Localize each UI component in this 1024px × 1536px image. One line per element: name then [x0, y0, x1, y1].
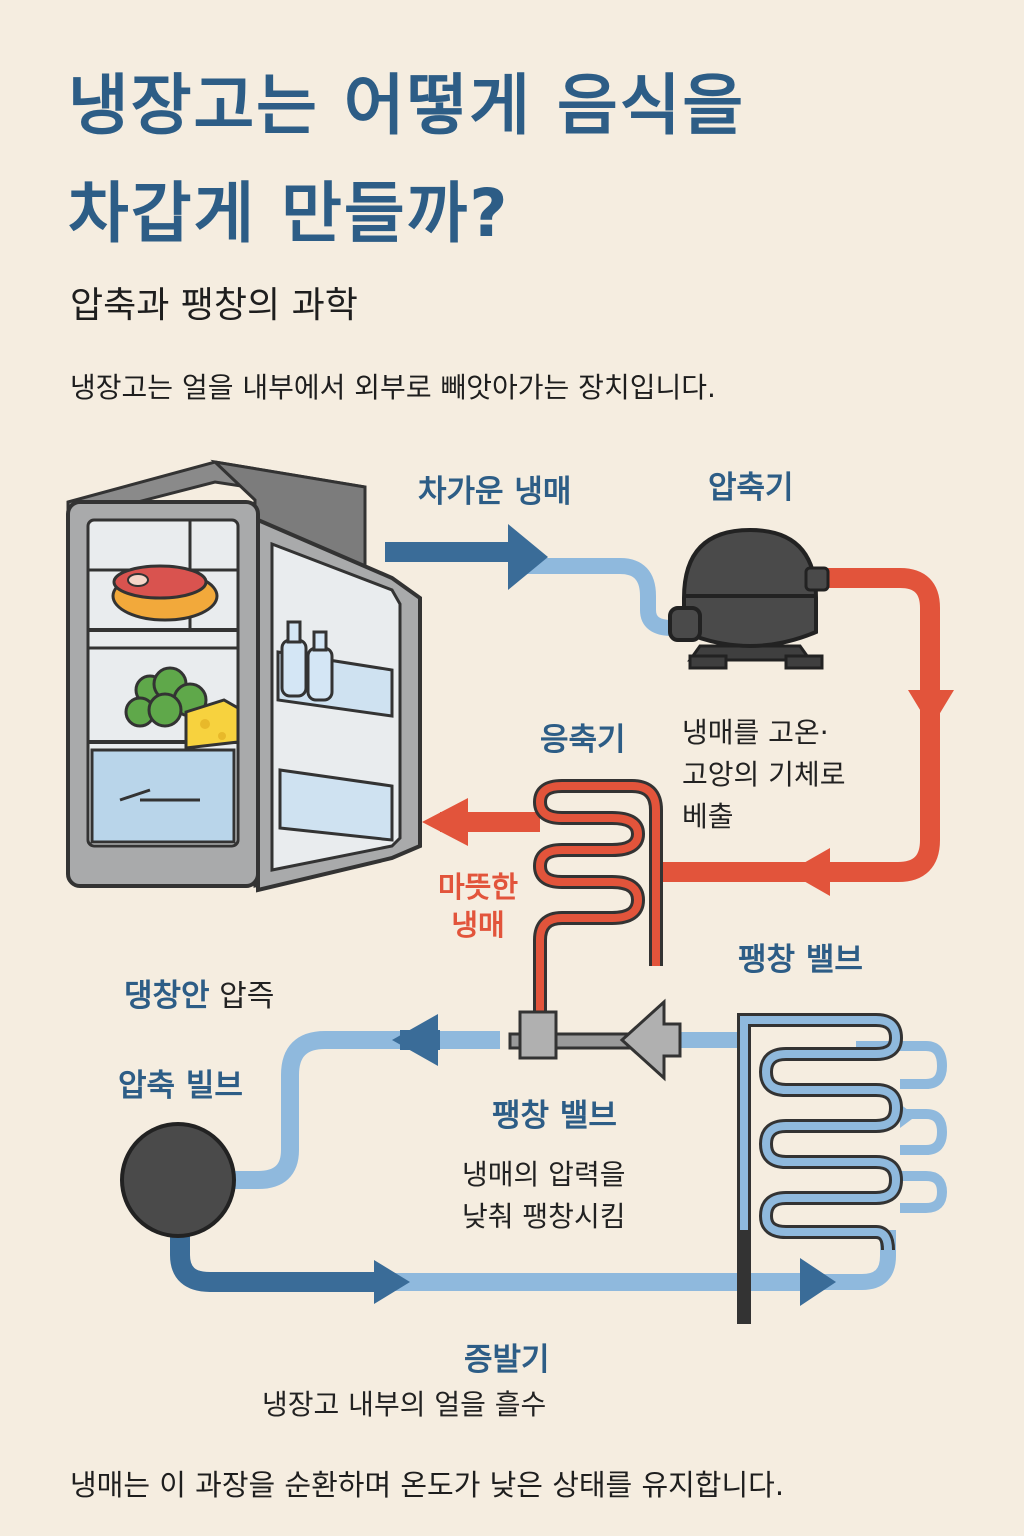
page-subtitle: 압축과 팽창의 과학	[70, 285, 358, 326]
page-title-line2: 차갑게 만들까?	[68, 175, 510, 252]
page-title-line1: 냉장고는 어떻게 음식을	[68, 67, 746, 144]
evap-arrow-right-icon-1	[374, 1260, 410, 1304]
compressor-description: 냉매를 고온· 고앙의 기체로 베출	[682, 716, 846, 833]
expansion-valve-description: 냉매의 압력을 낮춰 팽창시킴	[462, 1158, 626, 1233]
compressor-illustration	[668, 527, 830, 670]
footer-text: 냉매는 이 과장을 순환하며 온도가 낮은 상태를 유지합니다.	[70, 1468, 785, 1502]
inside-label-black: 압즉	[219, 979, 275, 1014]
evaporator-coil	[737, 1013, 948, 1324]
cold-arrow-left-icon	[392, 1014, 438, 1066]
condenser-coil	[532, 779, 663, 1020]
expansion-valve-illustration	[508, 998, 682, 1082]
expansion-valve-label-center: 팽창 밸브	[492, 1098, 617, 1134]
inside-pressure-label: 댕창안 압즉	[124, 970, 274, 1015]
hot-arrow-down-icon	[908, 690, 954, 728]
condenser-label: 응축기	[540, 722, 626, 758]
cold-arrow-right-icon	[508, 524, 548, 590]
intro-text: 냉장고는 얼을 내부에서 외부로 빼앗아가는 장치입니다.	[70, 371, 716, 404]
cold-refrigerant-label: 차가운 냉매	[418, 474, 572, 510]
refrigerator-illustration	[66, 459, 422, 893]
compression-valve-ball-icon	[120, 1122, 236, 1238]
evaporator-label: 증발기	[464, 1342, 550, 1378]
expansion-valve-label-right: 팽창 밸브	[738, 942, 863, 978]
compression-valve-label: 압축 빌브	[118, 1068, 243, 1104]
evap-arrow-right-icon-2	[800, 1258, 836, 1306]
evaporator-description: 냉장고 내부의 얼을 흘수	[262, 1388, 547, 1421]
cold-refrigerant-line-top	[385, 542, 680, 636]
compressor-label: 압축기	[708, 470, 794, 506]
inside-label-blue: 댕창안	[124, 978, 210, 1014]
hot-arrow-left-icon	[788, 848, 830, 896]
hot-arrow-to-fridge-icon	[422, 798, 468, 846]
warm-refrigerant-label: 마뜻한 냉매	[437, 870, 519, 942]
